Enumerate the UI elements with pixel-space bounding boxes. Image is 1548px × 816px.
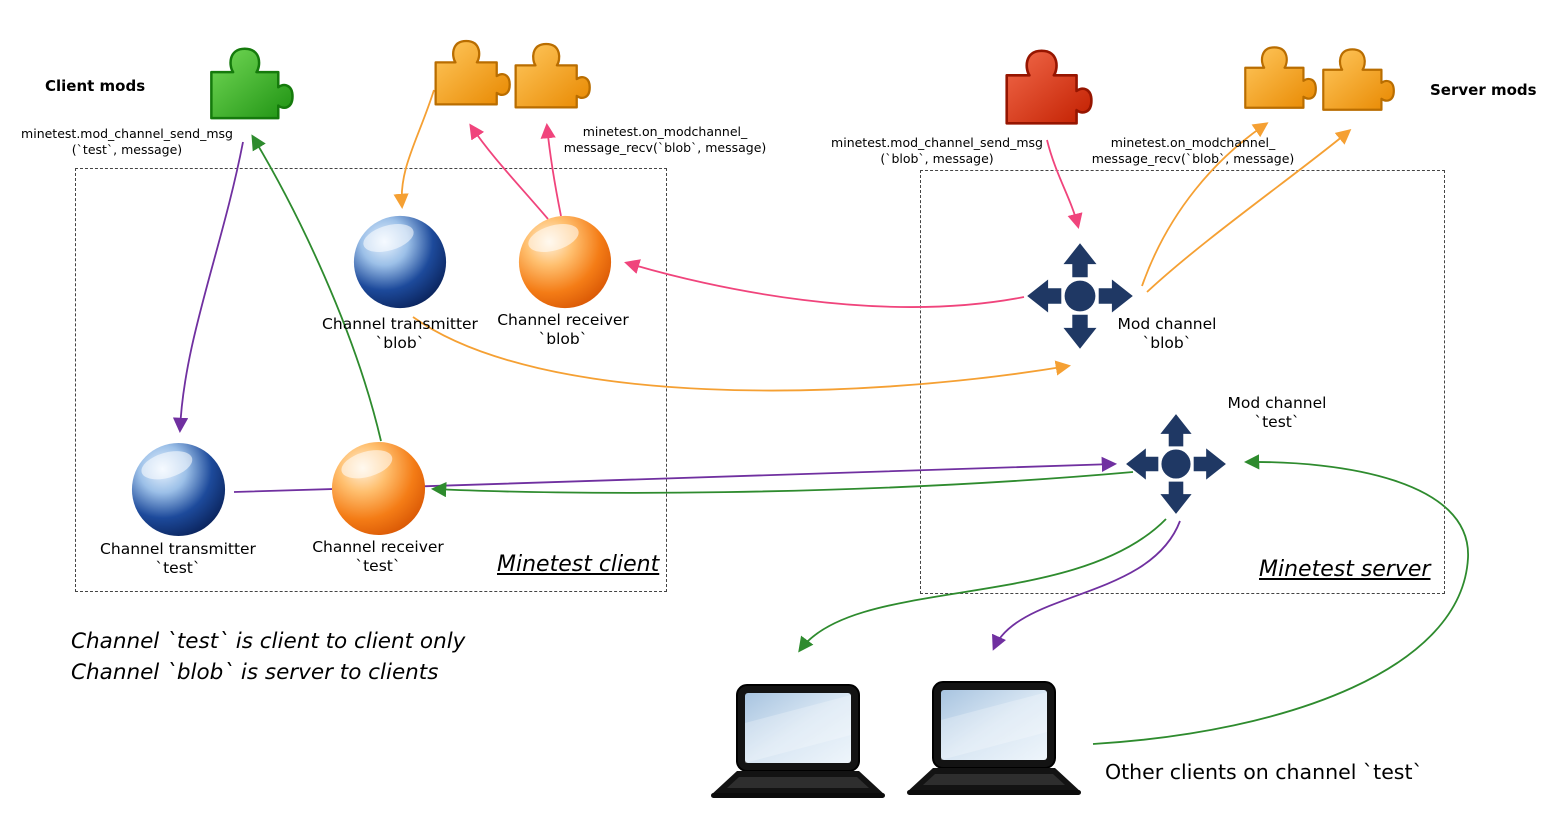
minetest-server-title: Minetest server	[1259, 557, 1431, 582]
channel-transmitter-test-label: Channel transmitter `test`	[100, 540, 256, 577]
minetest-server-box	[920, 170, 1445, 594]
api-call-recv-blob-server: minetest.on_modchannel_ message_recv(`bl…	[1092, 135, 1295, 168]
client-blob-mod-puzzle-icon-1	[434, 39, 511, 106]
channel-note-line: Channel `blob` is server to clients	[71, 659, 439, 685]
api-call-line: minetest.on_modchannel_	[1110, 135, 1276, 150]
api-call-line: message_recv(`blob`, message)	[563, 140, 767, 156]
client-mod-puzzle-icon	[210, 47, 294, 120]
api-call-send-blob: minetest.mod_channel_send_msg (`blob`, m…	[831, 135, 1043, 168]
node-label-line: `blob`	[538, 329, 588, 348]
mod-channel-blob-icon	[1027, 243, 1133, 349]
api-call-line: minetest.on_modchannel_	[582, 124, 748, 139]
node-label-line: Channel transmitter	[322, 315, 478, 333]
server-mods-label: Server mods	[1430, 81, 1537, 99]
node-label-line: `blob`	[375, 333, 425, 352]
mod-channel-blob-label: Mod channel `blob`	[1118, 315, 1217, 352]
channel-receiver-test-label: Channel receiver `test`	[312, 538, 444, 575]
mod-channel-test-icon	[1126, 414, 1226, 514]
node-label-line: Mod channel	[1227, 394, 1327, 412]
mod-channel-test-label: Mod channel `test`	[1228, 394, 1327, 431]
server-mod-puzzle-icon	[1005, 49, 1093, 125]
api-call-line: minetest.mod_channel_send_msg	[21, 126, 233, 141]
server-blob-mod-puzzle-icon-2	[1322, 48, 1395, 111]
node-label-line: Channel receiver	[497, 311, 629, 329]
node-label-line: `test`	[155, 558, 201, 577]
api-call-line: message_recv(`blob`, message)	[1091, 151, 1295, 167]
api-call-recv-blob-client: minetest.on_modchannel_ message_recv(`bl…	[564, 124, 767, 157]
client-mods-label: Client mods	[45, 77, 146, 95]
channel-notes: Channel `test` is client to client only …	[71, 627, 465, 688]
node-label-line: `test`	[355, 556, 401, 575]
api-call-send-test: minetest.mod_channel_send_msg (`test`, m…	[21, 126, 233, 159]
api-call-line: minetest.mod_channel_send_msg	[831, 135, 1043, 150]
client-laptop-icon-2	[907, 681, 1081, 795]
channel-transmitter-blob-label: Channel transmitter `blob`	[322, 315, 478, 352]
minetest-client-title: Minetest client	[497, 552, 660, 577]
channel-transmitter-test-sphere-icon	[131, 442, 226, 537]
channel-note-line: Channel `test` is client to client only	[71, 629, 466, 654]
channel-receiver-test-sphere-icon	[331, 441, 426, 536]
api-call-line: (`test`, message)	[71, 142, 183, 158]
server-blob-mod-puzzle-icon-1	[1244, 46, 1317, 109]
node-label-line: Channel receiver	[312, 538, 444, 556]
node-label-line: Channel transmitter	[100, 540, 256, 558]
other-clients-label: Other clients on channel `test`	[1105, 760, 1423, 784]
node-label-line: Mod channel	[1117, 315, 1217, 333]
client-laptop-icon-1	[711, 684, 885, 798]
node-label-line: `test`	[1254, 412, 1300, 431]
api-call-line: (`blob`, message)	[880, 151, 994, 167]
node-label-line: `blob`	[1142, 333, 1192, 352]
channel-transmitter-blob-sphere-icon	[353, 215, 447, 309]
channel-receiver-blob-sphere-icon	[518, 215, 612, 309]
channel-receiver-blob-label: Channel receiver `blob`	[497, 311, 629, 348]
client-blob-mod-puzzle-icon-2	[514, 42, 591, 109]
